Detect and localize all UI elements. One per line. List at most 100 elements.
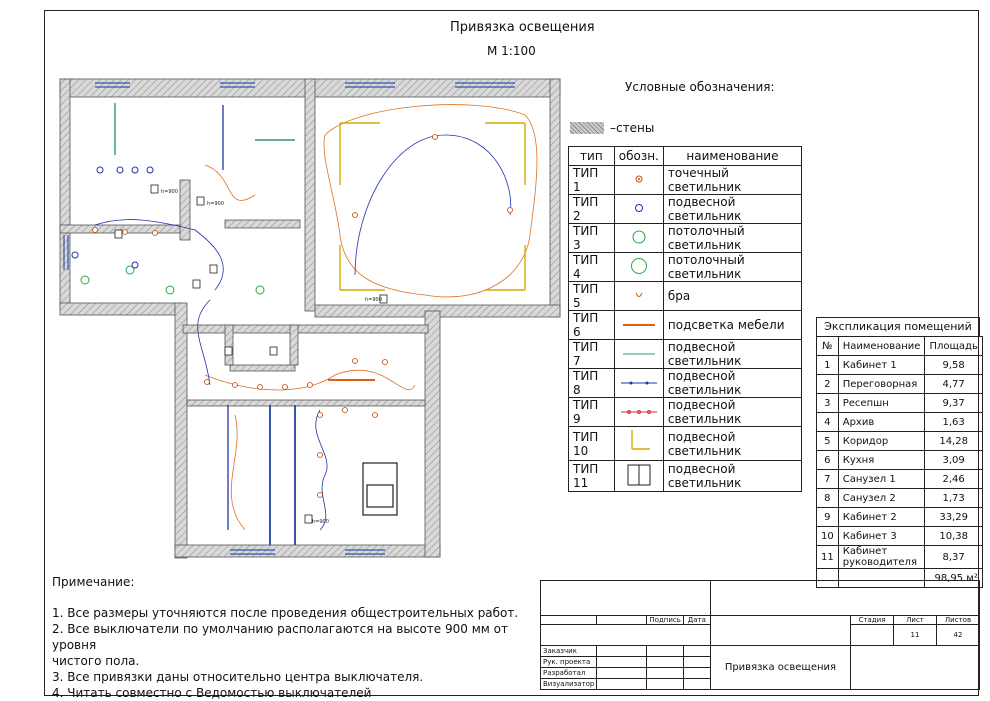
ceiling-lights [80,265,265,295]
stamp-role-row: Разработал [539,667,980,679]
legend-type: ТИП 1 [568,165,615,195]
room-name: Кабинет 1 [837,355,926,375]
stamp-cell [596,667,648,679]
sconce-icon [613,281,664,311]
stamp-header: Листов [936,615,980,625]
floor-plan: h=900 h=900 h=900 h=900 [59,78,561,559]
room-name: Кабинет 3 [837,526,926,546]
circle-green-large-icon [613,252,664,282]
stamp-cell [850,645,980,690]
legend-header-cell: обозн. [613,146,664,166]
legend-name: потолочный светильник [662,223,803,253]
legend-type: ТИП 11 [568,460,615,492]
note-line: 1. Все размеры уточняются после проведен… [52,606,519,620]
room-number: 9 [816,507,839,527]
dot-icon [613,165,664,195]
stamp-role: Рук. проекта [539,656,598,668]
stamp-cell [540,624,711,646]
stamp-cell [646,656,684,668]
legend-name: подвесной светильник [662,460,803,492]
pendant-lights [71,166,154,269]
legend-type: ТИП 7 [568,339,615,369]
explication-header-cell: Наименование [837,336,926,356]
stamp-cell [596,678,648,690]
walls [59,78,561,559]
stamp-role-row: Рук. проекта [539,656,980,668]
legend-type: ТИП 3 [568,223,615,253]
room-area: 8,37 [924,545,983,569]
room-name: Кабинет руководителя [837,545,926,569]
stamp-cell [709,615,852,646]
room-name: Санузел 1 [837,469,926,489]
stamp-cell [540,580,711,616]
stamp-cell [596,615,648,625]
note-line: чистого пола. [52,654,140,668]
partitions [269,405,296,545]
room-number: 3 [816,393,839,413]
box-icon [613,460,664,492]
room-number: 11 [816,545,839,569]
windows [63,82,515,555]
notes-heading: Примечание: [52,575,135,589]
line-blue-icon [613,368,664,398]
table-furniture [362,462,398,516]
room-name: Санузел 2 [837,488,926,508]
note-line: 4. Читать совместно с Ведомостью выключа… [52,686,372,700]
legend-name: подвесной светильник [662,194,803,224]
room-name: Кабинет 2 [837,507,926,527]
stamp-row [540,580,981,616]
room-name: Переговорная [837,374,926,394]
room-area: 1,63 [924,412,983,432]
circle-small-icon [613,194,664,224]
legend-header-cell: тип [568,146,615,166]
walls-legend-label: –стены [610,121,655,135]
legend-type: ТИП 5 [568,281,615,311]
legend-name: подвесной светильник [662,426,803,461]
room-number: 2 [816,374,839,394]
room-name: Ресепшн [837,393,926,413]
room-number: 6 [816,450,839,470]
legend-row: ТИП 11 подвесной светильник [568,460,803,492]
stamp-header: Лист [893,615,937,625]
legend-name: подвесной светильник [662,339,803,369]
line-orange-icon [613,310,664,340]
legend-name: потолочный светильник [662,252,803,282]
legend-name: подвесной светильник [662,368,803,398]
wall-hatch-sample [570,122,604,134]
line-green-icon [613,339,664,369]
stamp-drawing-title: Привязка освещения [709,645,852,690]
note-line: 3. Все привязки даны относительно центра… [52,670,424,684]
stamp-cell [709,580,981,616]
stamp-cell [596,656,648,668]
room-number: 4 [816,412,839,432]
legend-row: ТИП 2 подвесной светильник [568,194,803,224]
room-name: Кухня [837,450,926,470]
room-area: 10,38 [924,526,983,546]
room-area: 1,73 [924,488,983,508]
explication-header-cell: № [816,336,839,356]
legend-type: ТИП 2 [568,194,615,224]
room-area: 9,58 [924,355,983,375]
switch-label-3: h=900 [365,297,382,303]
room-area: 14,28 [924,431,983,451]
room-name: Архив [837,412,926,432]
stamp-cell [682,645,711,657]
stamp-cell [596,645,648,657]
line-red-icon [613,397,664,427]
spot-lights [92,134,513,498]
